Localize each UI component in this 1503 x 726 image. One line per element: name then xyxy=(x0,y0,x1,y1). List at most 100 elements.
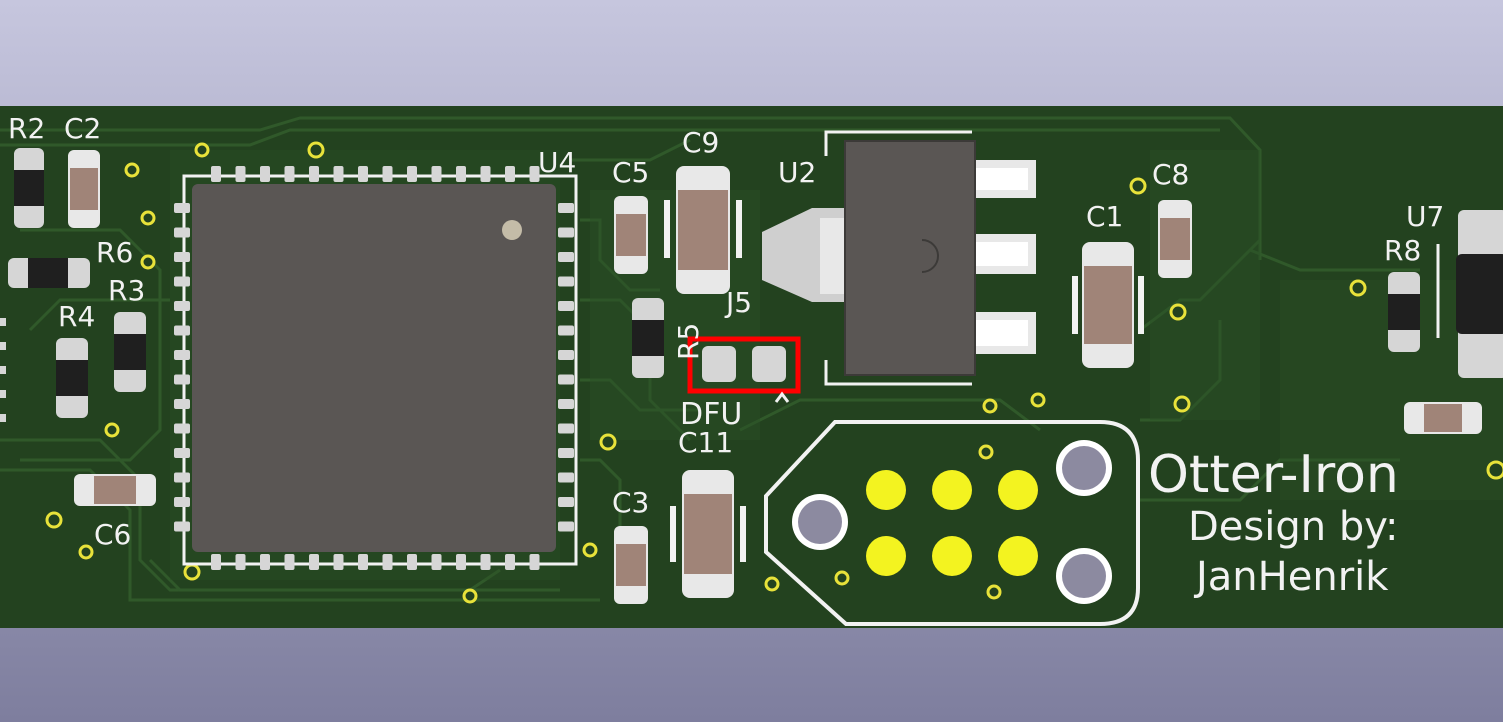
qfn-pin xyxy=(174,227,190,238)
qfn-pin xyxy=(174,497,190,507)
qfn-pin xyxy=(174,472,190,483)
qfn-pin xyxy=(431,166,442,182)
board-design-by: Design by: xyxy=(1188,504,1398,550)
qfn-pin xyxy=(456,166,466,182)
jumper-caret-mark xyxy=(774,391,790,403)
component-C11[interactable] xyxy=(670,470,746,598)
qfn-pin xyxy=(407,166,417,182)
component-C3[interactable] xyxy=(614,526,648,604)
qfn-pin xyxy=(558,203,574,213)
qfn-pin xyxy=(505,166,515,182)
label-C8: C8 xyxy=(1152,158,1189,191)
qfn-pin xyxy=(174,423,190,434)
component-C5[interactable] xyxy=(614,196,648,274)
component-J5-dfu-jumper[interactable] xyxy=(687,336,801,403)
label-R2: R2 xyxy=(8,112,45,145)
hexagon-pad-header-icon[interactable] xyxy=(764,420,1140,626)
label-R4: R4 xyxy=(58,300,95,333)
qfn-pin xyxy=(558,448,574,458)
qfn-pin xyxy=(558,423,574,434)
qfn-pin xyxy=(174,350,190,360)
component-R8[interactable] xyxy=(1388,272,1420,352)
component-U2-regulator[interactable] xyxy=(762,130,1036,386)
qfn-pin xyxy=(174,448,190,458)
qfn-pin xyxy=(529,166,540,182)
component-C2[interactable] xyxy=(68,150,100,228)
label-dfu: DFU xyxy=(680,397,742,432)
component-partial-cap-right[interactable] xyxy=(1404,402,1482,434)
qfn-pin xyxy=(558,325,574,336)
label-R8: R8 xyxy=(1384,234,1421,267)
qfn-chip-icon xyxy=(192,184,556,552)
qfn-pin xyxy=(260,166,270,182)
qfn-pin xyxy=(333,166,344,182)
component-R2[interactable] xyxy=(14,148,44,228)
qfn-pin xyxy=(558,252,574,262)
qfn-pin xyxy=(358,554,368,570)
label-R6: R6 xyxy=(96,236,133,269)
qfn-pin xyxy=(558,350,574,360)
component-R6[interactable] xyxy=(8,258,90,288)
label-C6: C6 xyxy=(94,518,131,551)
qfn-pin xyxy=(558,399,574,409)
qfn-pin xyxy=(174,252,190,262)
qfn-pin xyxy=(558,301,574,311)
board-author: JanHenrik xyxy=(1193,554,1389,600)
qfn-pin xyxy=(284,166,295,182)
qfn-pin xyxy=(382,166,393,182)
component-U7[interactable] xyxy=(1436,210,1503,378)
label-U2: U2 xyxy=(778,156,816,189)
qfn-pin xyxy=(211,166,221,182)
board-title: Otter-Iron xyxy=(1148,445,1399,505)
label-C2: C2 xyxy=(64,112,101,145)
qfn-pin xyxy=(505,554,515,570)
qfn-pin xyxy=(407,554,417,570)
component-C8[interactable] xyxy=(1158,200,1192,278)
label-C9: C9 xyxy=(682,126,719,159)
qfn-pin xyxy=(382,554,393,570)
component-R5[interactable] xyxy=(632,298,664,378)
component-C6[interactable] xyxy=(74,474,156,506)
qfn-pin xyxy=(333,554,344,570)
label-C1: C1 xyxy=(1086,200,1123,233)
label-R5: R5 xyxy=(672,323,705,360)
silkscreen-text: DFU Otter-Iron Design by: JanHenrik xyxy=(680,397,1399,600)
qfn-pin xyxy=(558,227,574,238)
qfn-pin xyxy=(480,166,491,182)
label-J5: J5 xyxy=(724,286,752,319)
component-C9[interactable] xyxy=(664,166,742,294)
label-C5: C5 xyxy=(612,156,649,189)
component-R4[interactable] xyxy=(56,338,88,418)
vias xyxy=(45,141,1503,604)
qfn-pin xyxy=(558,472,574,483)
qfn-pin xyxy=(529,554,540,570)
qfn-pin xyxy=(235,554,246,570)
label-U4: U4 xyxy=(538,146,576,179)
qfn-pin xyxy=(358,166,368,182)
label-C11: C11 xyxy=(678,426,733,459)
qfn-pin xyxy=(174,399,190,409)
pin1-marker xyxy=(502,220,522,240)
qfn-pin xyxy=(174,374,190,385)
qfn-pin xyxy=(260,554,270,570)
selection-highlight-box xyxy=(687,336,801,394)
component-R3[interactable] xyxy=(114,312,146,392)
qfn-pin xyxy=(558,276,574,287)
qfn-pin xyxy=(558,497,574,507)
silkscreen-designators: R2 C2 R6 R3 R4 C6 U4 C5 C9 U2 C8 C1 J5 C… xyxy=(8,112,1444,551)
qfn-pin xyxy=(174,521,190,532)
qfn-pin xyxy=(309,554,319,570)
label-R3: R3 xyxy=(108,274,145,307)
qfn-pin xyxy=(174,203,190,213)
component-C1[interactable] xyxy=(1072,242,1144,368)
component-U4-mcu[interactable] xyxy=(174,166,578,570)
qfn-pin xyxy=(431,554,442,570)
qfn-pin xyxy=(558,521,574,532)
label-U7: U7 xyxy=(1406,200,1444,233)
qfn-pin xyxy=(174,325,190,336)
qfn-pin xyxy=(456,554,466,570)
qfn-pin xyxy=(211,554,221,570)
qfn-pin xyxy=(558,374,574,385)
